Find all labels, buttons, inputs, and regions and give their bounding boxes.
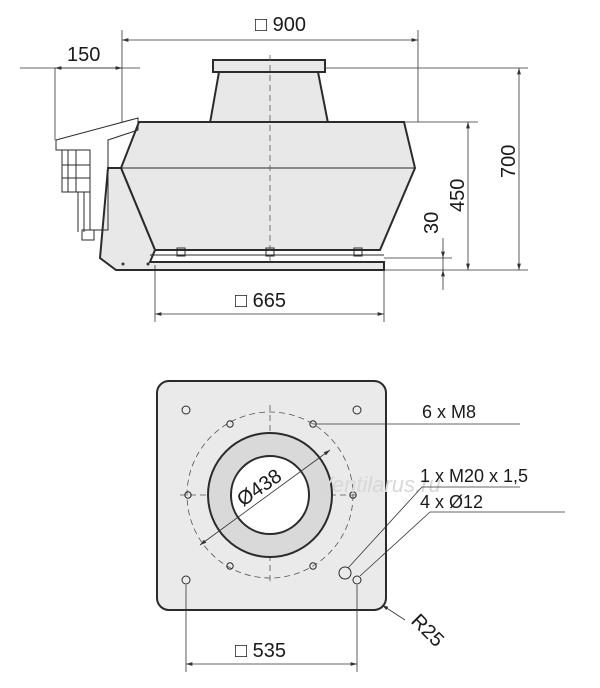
m20-hole [338,566,352,580]
dim-housing-height: 450 [447,179,469,212]
dim-top-width: □ 900 [255,14,306,36]
watermark: Ventilarus.ru [318,472,441,497]
dim-corner-radius: R25 [406,610,448,652]
note-m20: 1 x M20 x 1,5 [420,466,528,486]
housing [119,121,417,251]
dim-side-offset: 150 [67,44,100,66]
dim-base-width: □ 665 [235,290,286,312]
dim-base-height: 30 [421,212,443,234]
top-view: Ø438 Ventilarus.ru 6 x M8 1 x M20 x 1,5 … [156,380,565,672]
dim-total-height: 700 [498,145,520,178]
top-cap [212,59,326,73]
note-holes: 4 x Ø12 [420,492,483,512]
corner-holes [181,405,362,585]
base-frame [98,167,385,271]
side-view: □ 900 150 □ 665 700 450 30 [20,14,528,322]
dim-bolt-square: □ 535 [235,640,286,662]
motor-dome [208,71,330,124]
note-m8: 6 x M8 [422,402,476,422]
m8-holes [184,420,357,570]
